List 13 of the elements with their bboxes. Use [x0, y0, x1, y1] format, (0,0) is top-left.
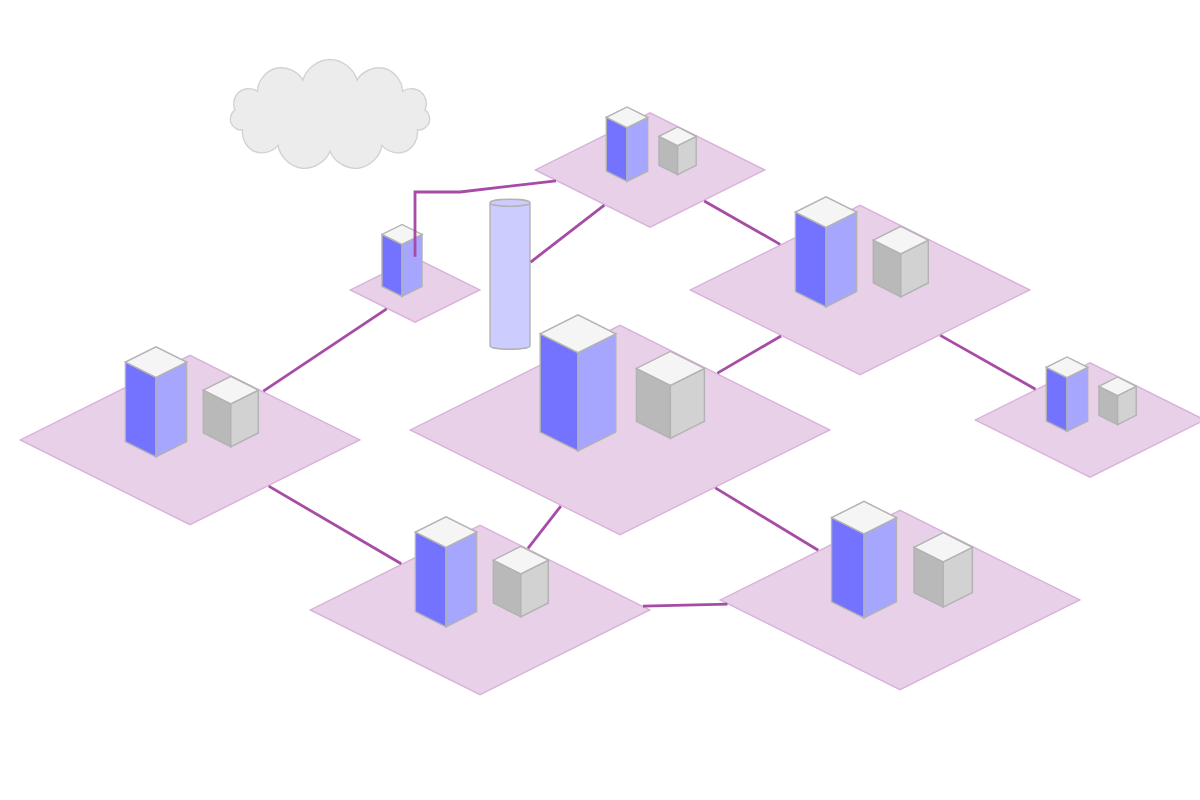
connector-line: [714, 486, 819, 552]
connector-line: [529, 204, 606, 264]
connector-line: [413, 179, 557, 257]
tower-drawing: [489, 198, 531, 350]
city-block-drawing: [973, 356, 1200, 478]
connector-line: [716, 334, 782, 375]
connector-line: [262, 307, 388, 393]
cloud-drawing: [229, 58, 431, 170]
connector-line: [642, 602, 728, 608]
connector-line: [268, 484, 402, 566]
connector-line: [939, 334, 1037, 391]
connector-line: [526, 505, 562, 550]
connector-line: [703, 199, 781, 246]
